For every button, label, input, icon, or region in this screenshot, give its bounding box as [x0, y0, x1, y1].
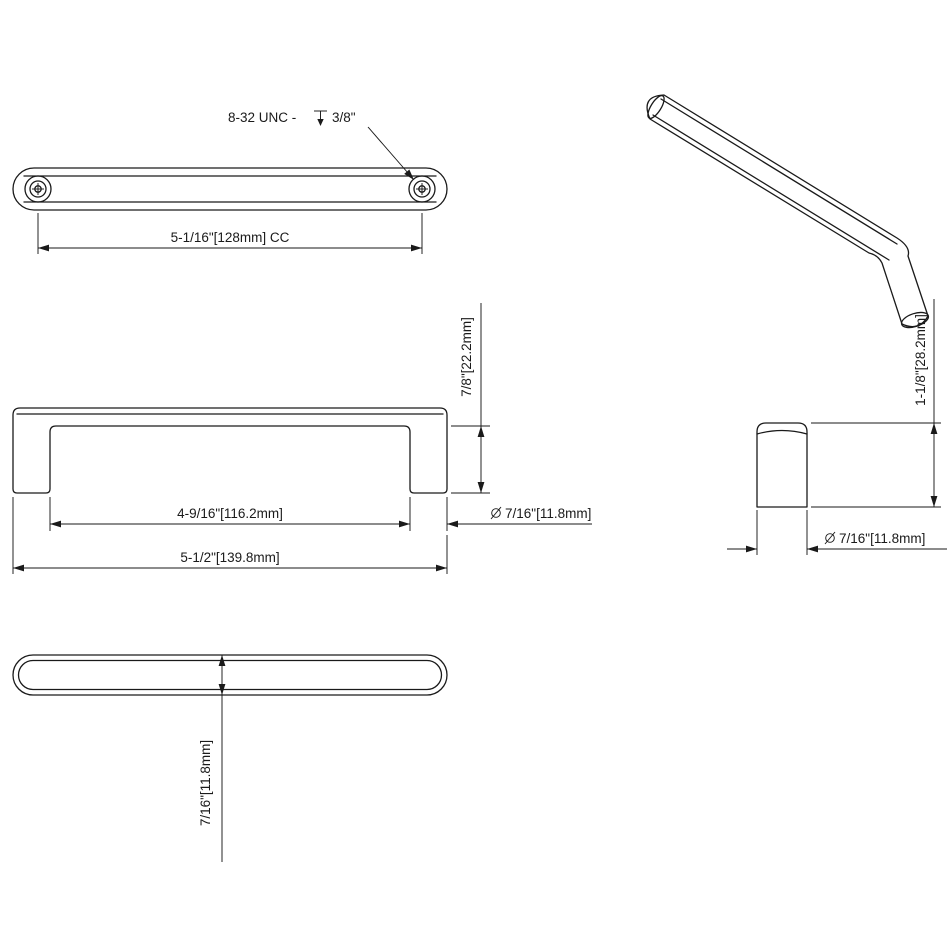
- dim-arrowhead: [411, 244, 422, 252]
- thread-spec-text: 8-32 UNC -: [228, 110, 296, 125]
- cc-dimension-text: 5-1/16"[128mm] CC: [171, 230, 290, 245]
- dim-arrowhead: [807, 545, 818, 553]
- thread-callout: 8-32 UNC - 3/8": [228, 110, 417, 183]
- thread-depth-text: 3/8": [332, 110, 356, 125]
- dim-arrowhead: [399, 520, 410, 528]
- leader-line: [367, 126, 409, 174]
- plan-depth-dimension-text: 7/16"[11.8mm]: [198, 740, 213, 826]
- plan-view: [12, 654, 448, 696]
- projection-dimension-text: 1-1/8"[28.2mm]: [913, 314, 928, 406]
- hole-mid-circle: [29, 180, 47, 198]
- bar-clearance-dimension: 7/8"[22.2mm]: [451, 303, 490, 494]
- isometric-view: [646, 94, 930, 329]
- dim-arrowhead: [13, 564, 24, 572]
- dim-arrowhead: [38, 244, 49, 252]
- bar-contour-line: [652, 114, 890, 261]
- dim-arrowhead: [477, 482, 485, 493]
- handle-plan-outline: [12, 654, 448, 696]
- post-diameter-dimension: 7/16"[11.8mm]: [727, 510, 947, 555]
- bar-clearance-dimension-text: 7/8"[22.2mm]: [459, 317, 474, 397]
- post-diameter-dimension-text: 7/16"[11.8mm]: [839, 531, 925, 546]
- handle-iso-outline: [646, 94, 929, 328]
- overall-length-dimension-text: 5-1/2"[139.8mm]: [180, 550, 279, 565]
- handle-front-outline: [12, 167, 448, 211]
- front-view: [12, 167, 448, 211]
- overall-length-dimension: 5-1/2"[139.8mm]: [12, 497, 448, 574]
- hole-outer-circle: [408, 175, 436, 203]
- dim-arrowhead: [50, 520, 61, 528]
- diameter-symbol-icon: [824, 531, 836, 545]
- side-view: [12, 407, 448, 494]
- handle-side-outline: [12, 407, 448, 494]
- projection-dimension: 1-1/8"[28.2mm]: [811, 299, 941, 508]
- left-mounting-hole: [24, 175, 52, 203]
- dim-arrowhead: [447, 520, 458, 528]
- bar-contour-line: [660, 98, 898, 245]
- inner-span-dimension-text: 4-9/16"[116.2mm]: [177, 506, 283, 521]
- hole-mid-circle: [413, 180, 431, 198]
- depth-symbol-icon: [314, 110, 327, 126]
- dim-arrowhead: [746, 545, 757, 553]
- dim-arrowhead: [930, 496, 938, 507]
- plan-depth-dimension: 7/16"[11.8mm]: [198, 655, 226, 862]
- dim-arrowhead: [436, 564, 447, 572]
- diameter-symbol-icon: [490, 506, 502, 520]
- post-view: [756, 422, 808, 508]
- handle-plan-inner-outline: [17, 659, 443, 691]
- post-end-face: [647, 95, 665, 119]
- right-mounting-hole: [408, 175, 436, 203]
- dim-arrowhead: [930, 423, 938, 434]
- post-bottom-face: [900, 311, 930, 329]
- cc-dimension: 5-1/16"[128mm] CC: [37, 213, 423, 254]
- dim-arrowhead: [477, 426, 485, 437]
- side-diameter-dimension: 7/16"[11.8mm]: [446, 497, 592, 531]
- inner-span-dimension: 4-9/16"[116.2mm]: [49, 497, 411, 531]
- side-diameter-dimension-text: 7/16"[11.8mm]: [505, 506, 591, 521]
- post-roundover-line: [756, 429, 808, 435]
- post-outline: [756, 422, 808, 508]
- hole-outer-circle: [24, 175, 52, 203]
